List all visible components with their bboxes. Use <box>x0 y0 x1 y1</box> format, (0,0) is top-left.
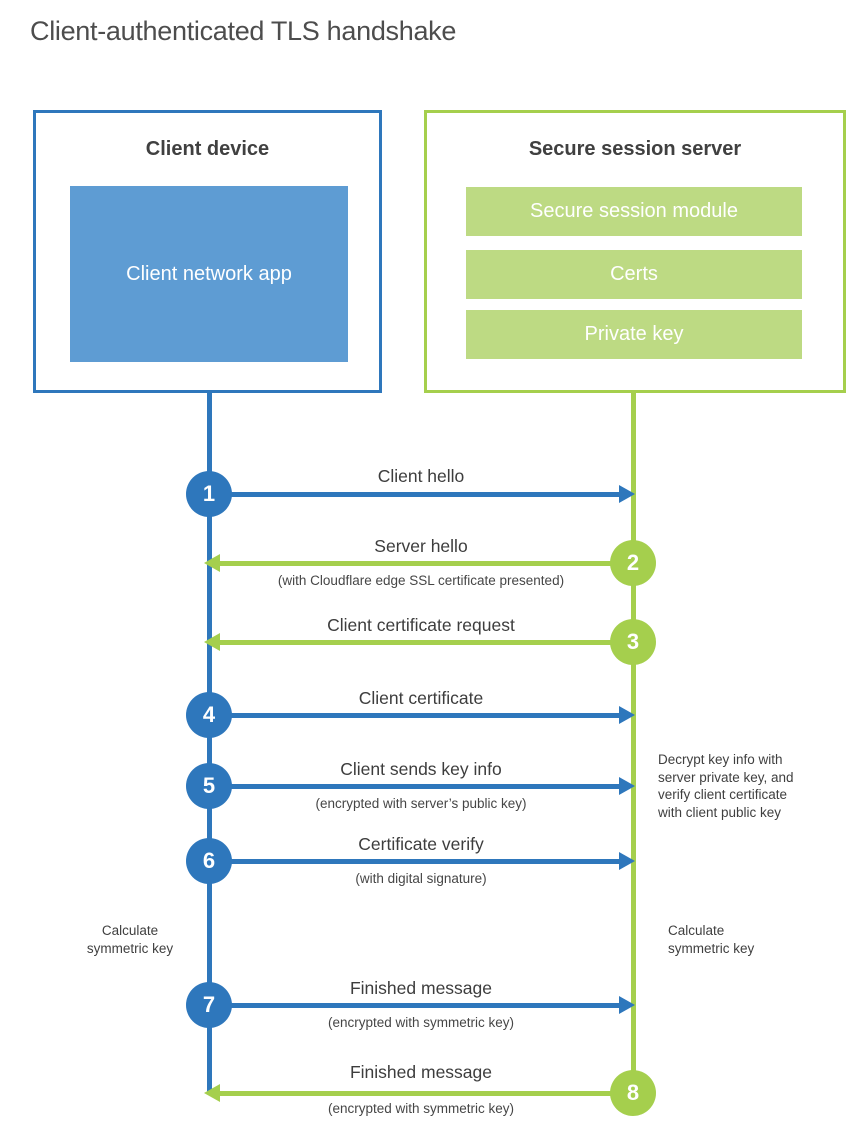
arrowhead-icon <box>204 633 220 651</box>
secure-session-server-box: Secure session server Secure session mod… <box>424 110 846 393</box>
server-module-bar: Secure session module <box>466 187 802 236</box>
step-sublabel: (with Cloudflare edge SSL certificate pr… <box>277 573 565 588</box>
step-number-badge: 5 <box>186 763 232 809</box>
client-device-box: Client device Client network app <box>33 110 382 393</box>
step-sublabel: (encrypted with symmetric key) <box>327 1015 515 1030</box>
server-module-label: Private key <box>584 323 684 345</box>
client-device-title: Client device <box>145 138 270 160</box>
step-sublabel: (encrypted with server’s public key) <box>315 796 527 811</box>
note-line: Calculate <box>668 923 725 938</box>
calculate-symmetric-key-note-server: Calculate symmetric key <box>668 922 754 957</box>
arrowhead-icon <box>619 706 635 724</box>
arrow-line <box>216 639 633 645</box>
note-line: with client public key <box>658 804 782 820</box>
arrow-line <box>209 783 621 789</box>
note-line: server private key, and <box>658 769 794 785</box>
server-module-bar: Certs <box>466 250 802 299</box>
step-number-badge: 1 <box>186 471 232 517</box>
note-line: Calculate <box>101 923 159 938</box>
step-number-badge: 2 <box>610 540 656 586</box>
step-sublabel: (with digital signature) <box>355 871 487 886</box>
step-label: Client hello <box>377 466 465 486</box>
step-number-badge: 3 <box>610 619 656 665</box>
arrowhead-icon <box>619 485 635 503</box>
step-label: Finished message <box>349 978 493 998</box>
step-label: Client certificate <box>358 688 484 708</box>
step-label: Finished message <box>349 1062 493 1082</box>
step-label: Client sends key info <box>340 759 502 779</box>
arrowhead-icon <box>204 1084 220 1102</box>
arrowhead-icon <box>619 777 635 795</box>
note-line: symmetric key <box>86 940 174 956</box>
client-lifeline <box>207 393 212 1093</box>
step-label: Certificate verify <box>358 834 484 854</box>
step-label: Client certificate request <box>327 615 515 635</box>
server-module-label: Certs <box>610 263 658 285</box>
calculate-symmetric-key-note-client: Calculate symmetric key <box>60 922 200 957</box>
step-label: Server hello <box>374 536 468 556</box>
arrow-line <box>216 560 633 566</box>
step-number-badge: 6 <box>186 838 232 884</box>
step-number-badge: 8 <box>610 1070 656 1116</box>
decrypt-key-note: Decrypt key info with server private key… <box>658 751 794 821</box>
step-number-badge: 7 <box>186 982 232 1028</box>
note-line: verify client certificate <box>658 787 788 802</box>
secure-session-server-title: Secure session server <box>528 138 742 160</box>
arrowhead-icon <box>619 996 635 1014</box>
arrow-line <box>209 712 621 718</box>
arrow-line <box>209 858 621 864</box>
note-line: symmetric key <box>668 940 755 956</box>
server-lifeline <box>631 393 636 1093</box>
step-sublabel: (encrypted with symmetric key) <box>327 1101 515 1116</box>
arrowhead-icon <box>619 852 635 870</box>
arrowhead-icon <box>204 554 220 572</box>
page-title: Client-authenticated TLS handshake <box>30 16 457 46</box>
arrow-line <box>216 1090 633 1096</box>
server-module-label: Secure session module <box>530 200 738 222</box>
client-network-app-label: Client network app <box>126 263 292 285</box>
note-line: Decrypt key info with <box>658 752 783 767</box>
arrow-line <box>209 1002 621 1008</box>
client-network-app-box: Client network app <box>70 186 348 362</box>
server-module-bar: Private key <box>466 310 802 359</box>
step-number-badge: 4 <box>186 692 232 738</box>
arrow-line <box>209 491 621 497</box>
